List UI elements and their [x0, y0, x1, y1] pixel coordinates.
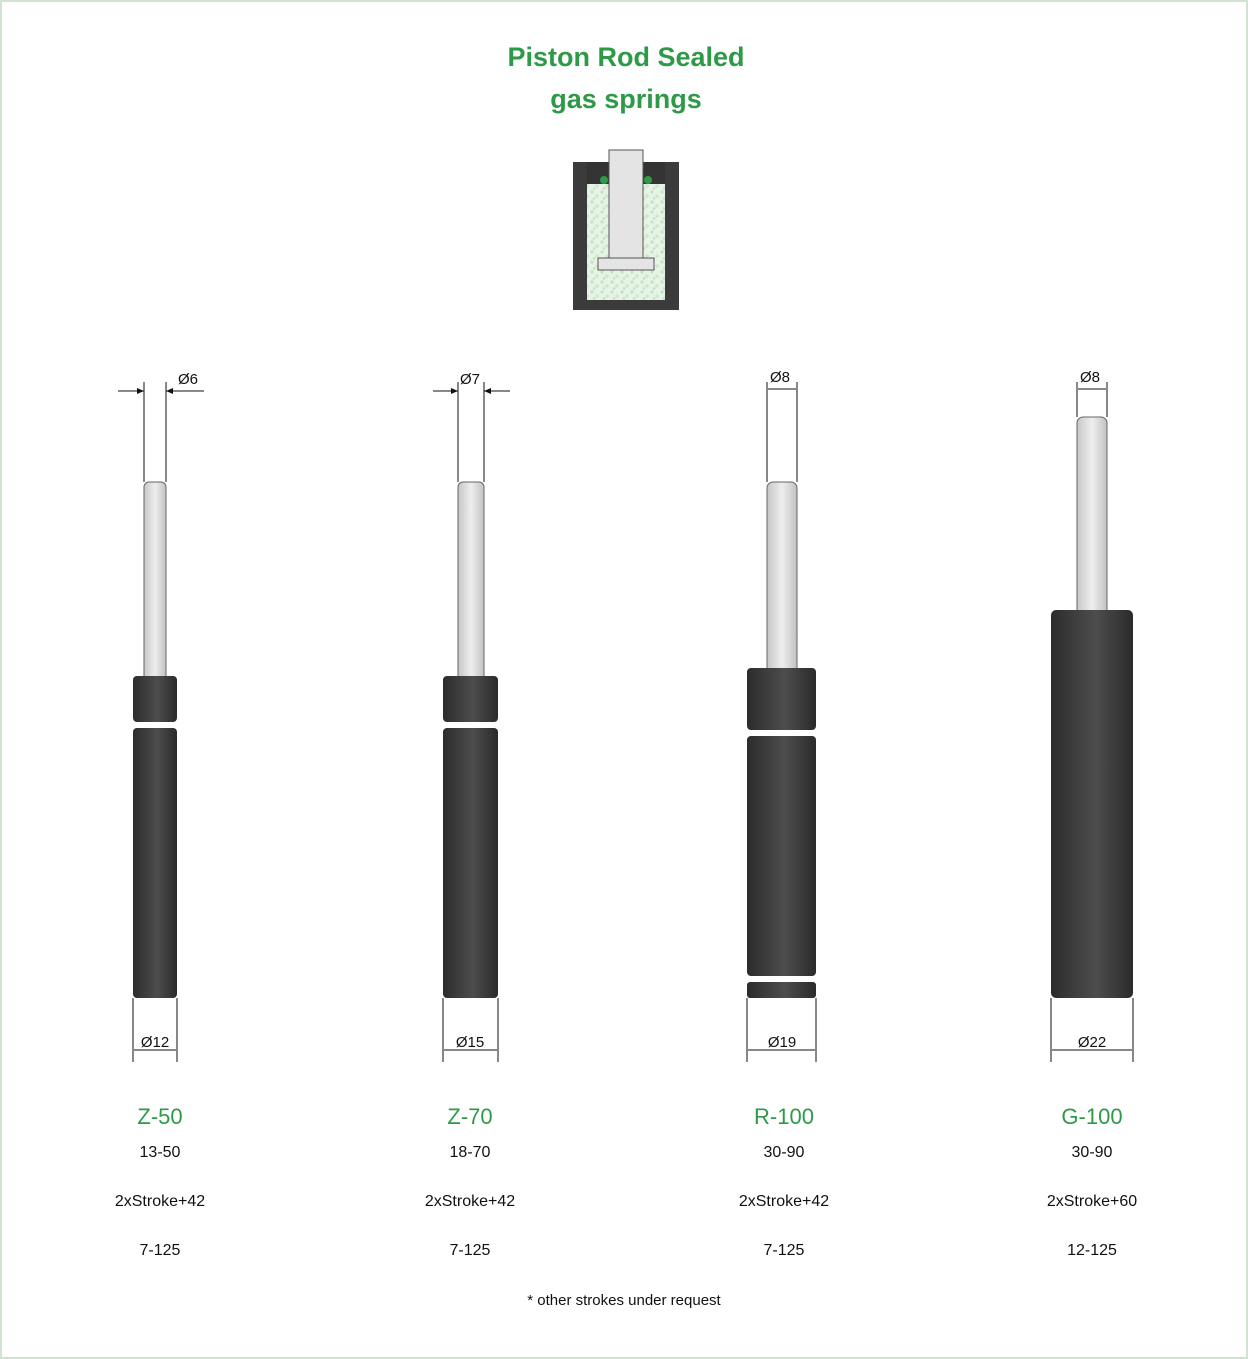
spring-r-100	[746, 382, 817, 1062]
r-100-model-name: R-100	[754, 1104, 814, 1129]
title-line-1: Piston Rod Sealed	[507, 42, 745, 72]
r-100-force: 30-90	[763, 1144, 805, 1161]
g-100-body-diameter: Ø22	[1078, 1034, 1106, 1051]
spring-z-50	[118, 382, 204, 1062]
z-70-rod-diameter: Ø7	[460, 371, 480, 388]
z-70-force: 18-70	[449, 1144, 491, 1161]
g-100-rod-diameter: Ø8	[1080, 369, 1100, 386]
z-50-force: 13-50	[139, 1144, 181, 1161]
r-100-stroke: 7-125	[763, 1242, 805, 1259]
g-100-model-name: G-100	[1061, 1104, 1123, 1129]
z-70-body-diameter: Ø15	[456, 1034, 484, 1051]
z-50-model-name: Z-50	[137, 1104, 183, 1129]
g-100-stroke: 12-125	[1067, 1242, 1117, 1259]
z-70-model-name: Z-70	[447, 1104, 493, 1129]
piston-seal-schematic-icon	[573, 149, 679, 310]
r-100-body-diameter: Ø19	[768, 1034, 796, 1051]
spring-z-70	[433, 382, 510, 1062]
spring-g-100	[1050, 382, 1134, 1062]
z-50-rod-diameter: Ø6	[178, 371, 198, 388]
page-title: Piston Rod Sealed gas springs	[2, 36, 1246, 120]
z-70-length: 2xStroke+42	[424, 1193, 516, 1210]
z-70-stroke: 7-125	[449, 1242, 491, 1259]
title-line-2: gas springs	[550, 84, 702, 114]
g-100-force: 30-90	[1071, 1144, 1113, 1161]
z-50-stroke: 7-125	[139, 1242, 181, 1259]
g-100-length: 2xStroke+60	[1046, 1193, 1138, 1210]
z-50-length: 2xStroke+42	[114, 1193, 206, 1210]
z-50-body-diameter: Ø12	[141, 1034, 169, 1051]
r-100-length: 2xStroke+42	[738, 1193, 830, 1210]
r-100-rod-diameter: Ø8	[770, 369, 790, 386]
footnote: * other strokes under request	[527, 1292, 721, 1309]
